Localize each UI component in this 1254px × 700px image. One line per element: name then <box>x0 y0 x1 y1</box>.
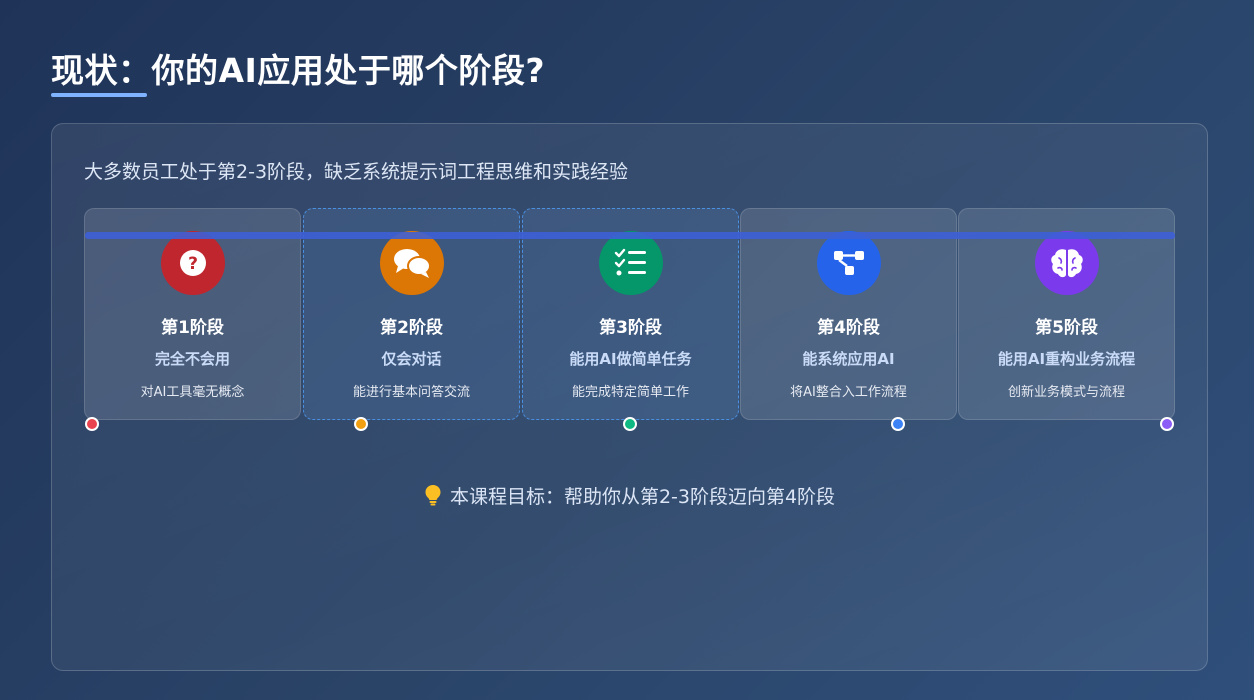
stage-dot-3 <box>623 417 637 431</box>
stage-desc: 能系统应用AI <box>802 350 895 368</box>
stage-detail: 创新业务模式与流程 <box>1007 385 1125 400</box>
stage-desc: 能用AI做简单任务 <box>569 350 692 368</box>
stage-panel: 大多数员工处于第2-3阶段，缺乏系统提示词工程思维和实践经验 ? 第1阶段 完全… <box>51 123 1208 671</box>
stage-desc: 完全不会用 <box>154 350 230 368</box>
stage-name: 第5阶段 <box>1035 318 1098 338</box>
stage-name: 第1阶段 <box>161 318 224 338</box>
progress-track-line <box>85 232 1175 239</box>
title-underline <box>51 93 147 97</box>
stage-dot-4 <box>891 417 905 431</box>
course-goal: 本课程目标：帮助你从第2-3阶段迈向第4阶段 <box>52 482 1207 511</box>
stage-card-2: 第2阶段 仅会对话 能进行基本问答交流 <box>303 208 520 420</box>
question-icon: ? <box>160 231 225 295</box>
stage-name: 第2阶段 <box>380 318 443 338</box>
stage-dot-2 <box>354 417 368 431</box>
stage-card-5: 第5阶段 能用AI重构业务流程 创新业务模式与流程 <box>958 208 1175 420</box>
stage-desc: 仅会对话 <box>381 350 442 368</box>
checklist-icon <box>598 231 663 295</box>
stage-name: 第4阶段 <box>817 318 880 338</box>
svg-text:?: ? <box>188 254 198 274</box>
stage-detail: 将AI整合入工作流程 <box>790 385 907 400</box>
chat-bubbles-icon <box>379 231 444 295</box>
stage-card-4: 第4阶段 能系统应用AI 将AI整合入工作流程 <box>740 208 957 420</box>
page-title: 现状：你的AI应用处于哪个阶段? <box>51 51 545 90</box>
stage-detail: 能完成特定简单工作 <box>571 385 689 400</box>
lightbulb-icon <box>424 484 442 511</box>
workflow-icon <box>816 231 881 295</box>
stage-detail: 能进行基本问答交流 <box>352 385 470 400</box>
stage-detail: 对AI工具毫无概念 <box>140 385 245 400</box>
panel-subtitle: 大多数员工处于第2-3阶段，缺乏系统提示词工程思维和实践经验 <box>84 161 629 183</box>
stage-card-3: 第3阶段 能用AI做简单任务 能完成特定简单工作 <box>522 208 739 420</box>
stage-desc: 能用AI重构业务流程 <box>997 350 1136 368</box>
course-goal-text: 本课程目标：帮助你从第2-3阶段迈向第4阶段 <box>449 486 836 508</box>
stage-dot-1 <box>85 417 99 431</box>
stage-name: 第3阶段 <box>599 318 662 338</box>
brain-icon <box>1034 231 1099 295</box>
stage-card-1: ? 第1阶段 完全不会用 对AI工具毫无概念 <box>84 208 301 420</box>
stage-dot-5 <box>1160 417 1174 431</box>
